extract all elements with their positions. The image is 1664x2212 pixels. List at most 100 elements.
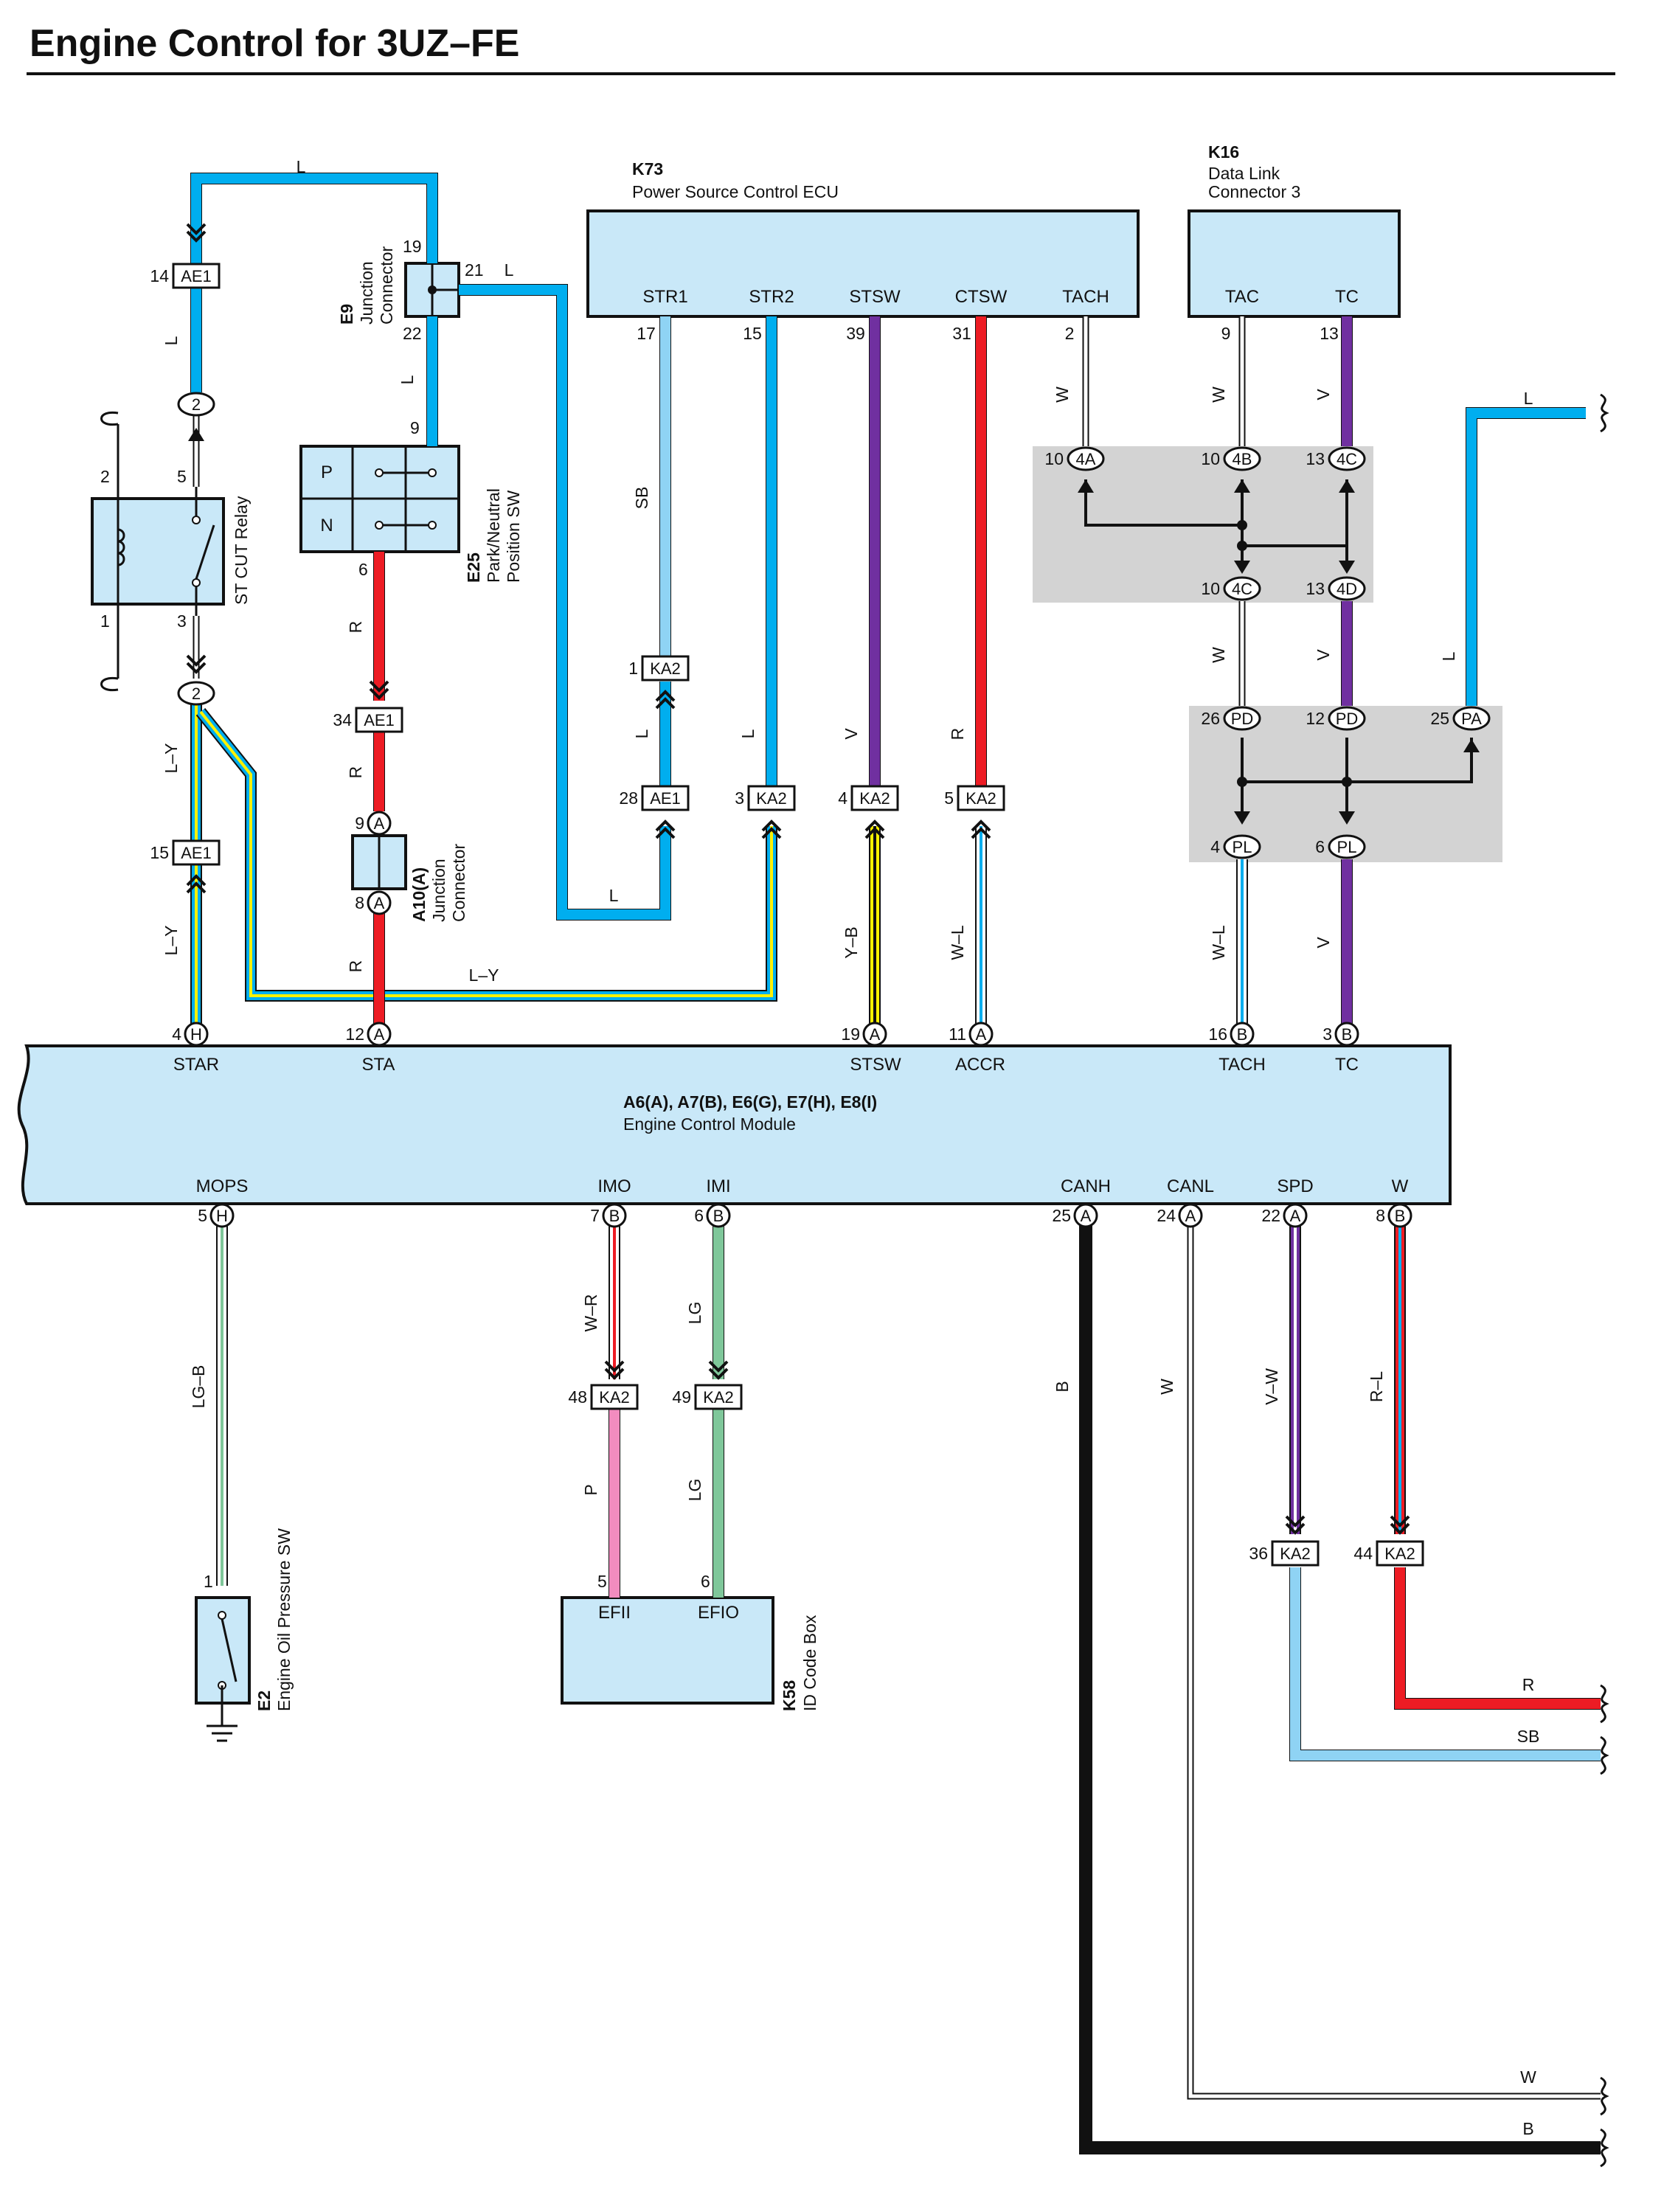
- wire-l-right: [1466, 408, 1586, 706]
- page-title: Engine Control for 3UZ–FE: [30, 22, 519, 65]
- conn-pd-12-name: PD: [1336, 710, 1359, 728]
- conn-4c-bot-name: 4C: [1232, 580, 1252, 598]
- e2-name: Engine Oil Pressure SW: [274, 1528, 294, 1711]
- label-r-e25: R: [346, 621, 365, 634]
- wire-sb-out-outline: [1289, 1567, 1601, 1761]
- k73-pin-stsw: STSW: [849, 287, 901, 307]
- k73-pinno-39: 39: [846, 324, 865, 343]
- conn-pl-4-name: PL: [1233, 838, 1252, 856]
- conn-ae1-14-name: AE1: [181, 267, 212, 285]
- conn-ecm-b7-name: B: [609, 1207, 620, 1225]
- conn-ka2-4-name: KA2: [859, 789, 890, 808]
- conn-ae1-15-name: AE1: [181, 844, 212, 862]
- conn-ecm-b6-name: B: [713, 1207, 724, 1225]
- conn-ecm-b6-pin: 6: [694, 1206, 704, 1225]
- chev-ae1-34-2: [369, 680, 389, 693]
- k73-power-source-ecu: K73 Power Source Control ECU STR1 STR2 S…: [586, 159, 1140, 318]
- k16-pinno-13: 13: [1320, 324, 1339, 343]
- ecm-pin-stsw: STSW: [850, 1055, 901, 1075]
- conn-ka2-48: [590, 1384, 639, 1410]
- chev-ae1-15-2: [186, 881, 207, 894]
- conn-ae1-14-pin: 14: [150, 266, 169, 285]
- chev-ka2-44-2: [1390, 1515, 1410, 1528]
- conn-ka2-4: [850, 785, 899, 811]
- k16-pinno-9: 9: [1221, 324, 1231, 343]
- label-lgb-mops: LG–B: [189, 1365, 208, 1409]
- label-l-str2: L: [738, 729, 758, 738]
- ecm-pin-star: STAR: [173, 1055, 219, 1075]
- chev-ae1-15: [186, 874, 207, 887]
- label-v-stsw: V: [842, 728, 861, 740]
- conn-ecm-a19-name: A: [870, 1025, 881, 1044]
- k16-data-link-connector: K16 Data Link Connector 3 TAC TC: [1188, 142, 1401, 318]
- conn-a10-8: [367, 890, 392, 915]
- conn-pl-6: [1328, 834, 1366, 859]
- conn-4c-bot-pin: 10: [1201, 579, 1220, 598]
- chev-ka2-48-2: [604, 1360, 625, 1373]
- conn-4c-top: [1328, 446, 1366, 471]
- ecm-pin-spd: SPD: [1277, 1176, 1313, 1196]
- conn-ecm-b7: [602, 1203, 627, 1228]
- label-lg-efio: LG: [685, 1479, 704, 1502]
- conn-ecm-a24-name: A: [1185, 1207, 1196, 1225]
- conn-4a-pin: 10: [1044, 449, 1064, 468]
- chev-ka2-36: [1285, 1522, 1306, 1535]
- label-w-canl: W: [1157, 1379, 1176, 1395]
- chev-ka2-36-2: [1285, 1515, 1306, 1528]
- e9-pin-22: 22: [403, 324, 422, 343]
- k73-pin-tach: TACH: [1062, 287, 1109, 307]
- label-wr-imo: W–R: [581, 1294, 600, 1331]
- conn-ecm-a12-name: A: [374, 1025, 385, 1044]
- conn-4c-bot: [1223, 576, 1261, 601]
- conn-ecm-b16: [1230, 1022, 1255, 1047]
- chev-relay-out: [186, 662, 207, 674]
- chev-ka2-1: [655, 690, 676, 702]
- conn-ecm-b7-pin: 7: [590, 1206, 600, 1225]
- e25-park-neutral-switch: P N E25 Park/Neutral Position SW: [299, 445, 523, 583]
- conn-ae1-28-pin: 28: [619, 788, 638, 808]
- chev-ka2-49: [708, 1367, 729, 1380]
- wire-l-top: [191, 173, 437, 266]
- label-ly-relay: L–Y: [162, 743, 181, 774]
- a10-name-line2: Connector: [449, 844, 468, 922]
- conn-ecm-a11: [968, 1022, 994, 1047]
- conn-pd-12-pin: 12: [1306, 709, 1325, 728]
- e2-oil-pressure-switch: E2 Engine Oil Pressure SW 1: [195, 1528, 294, 1742]
- break-w: [1600, 2076, 1609, 2116]
- conn-4a: [1067, 446, 1105, 471]
- conn-ka2-44-pin: 44: [1353, 1544, 1373, 1563]
- label-r-ctsw: R: [948, 728, 967, 741]
- conn-pd-26: [1223, 706, 1261, 731]
- conn-ae1-15-pin: 15: [150, 843, 169, 862]
- label-r-out: R: [1522, 1675, 1535, 1694]
- conn-ecm-a25-name: A: [1081, 1207, 1092, 1225]
- conn-a10-8-pin: 8: [355, 893, 364, 912]
- conn-4d: [1328, 576, 1366, 601]
- conn-ka2-49-name: KA2: [703, 1388, 734, 1407]
- chev-ka2-4-2: [864, 827, 885, 839]
- conn-ka2-48-name: KA2: [599, 1388, 630, 1407]
- e2-code: E2: [254, 1691, 274, 1711]
- label-l-e9-21: L: [505, 260, 514, 280]
- conn-ecm-b3-pin: 3: [1322, 1024, 1332, 1044]
- chev-ae1-34: [369, 687, 389, 700]
- ecm-pin-imo: IMO: [597, 1176, 631, 1196]
- conn-4b-pin: 10: [1201, 449, 1220, 468]
- chev-ka2-48: [604, 1367, 625, 1380]
- k16-pin-tac: TAC: [1225, 287, 1259, 307]
- ecm-pin-w: W: [1392, 1176, 1409, 1196]
- conn-ka2-4-pin: 4: [838, 788, 847, 808]
- dot-pd-2: [1342, 777, 1352, 787]
- conn-4a-name: 4A: [1076, 450, 1096, 468]
- conn-pa-25: [1452, 706, 1491, 731]
- chev-ae1-14: [186, 230, 207, 243]
- conn-ecm-b8-pin: 8: [1376, 1206, 1385, 1225]
- arrow-relay-in: [188, 428, 204, 441]
- conn-a10-8-name: A: [374, 894, 385, 912]
- label-sb-str1: SB: [632, 487, 651, 510]
- chev-ka2-5-2: [971, 827, 991, 839]
- conn-relay-out: [177, 681, 215, 706]
- st-cut-relay: ST CUT Relay 2 5 1 3: [91, 411, 251, 692]
- chev-ka2-49-2: [708, 1360, 729, 1373]
